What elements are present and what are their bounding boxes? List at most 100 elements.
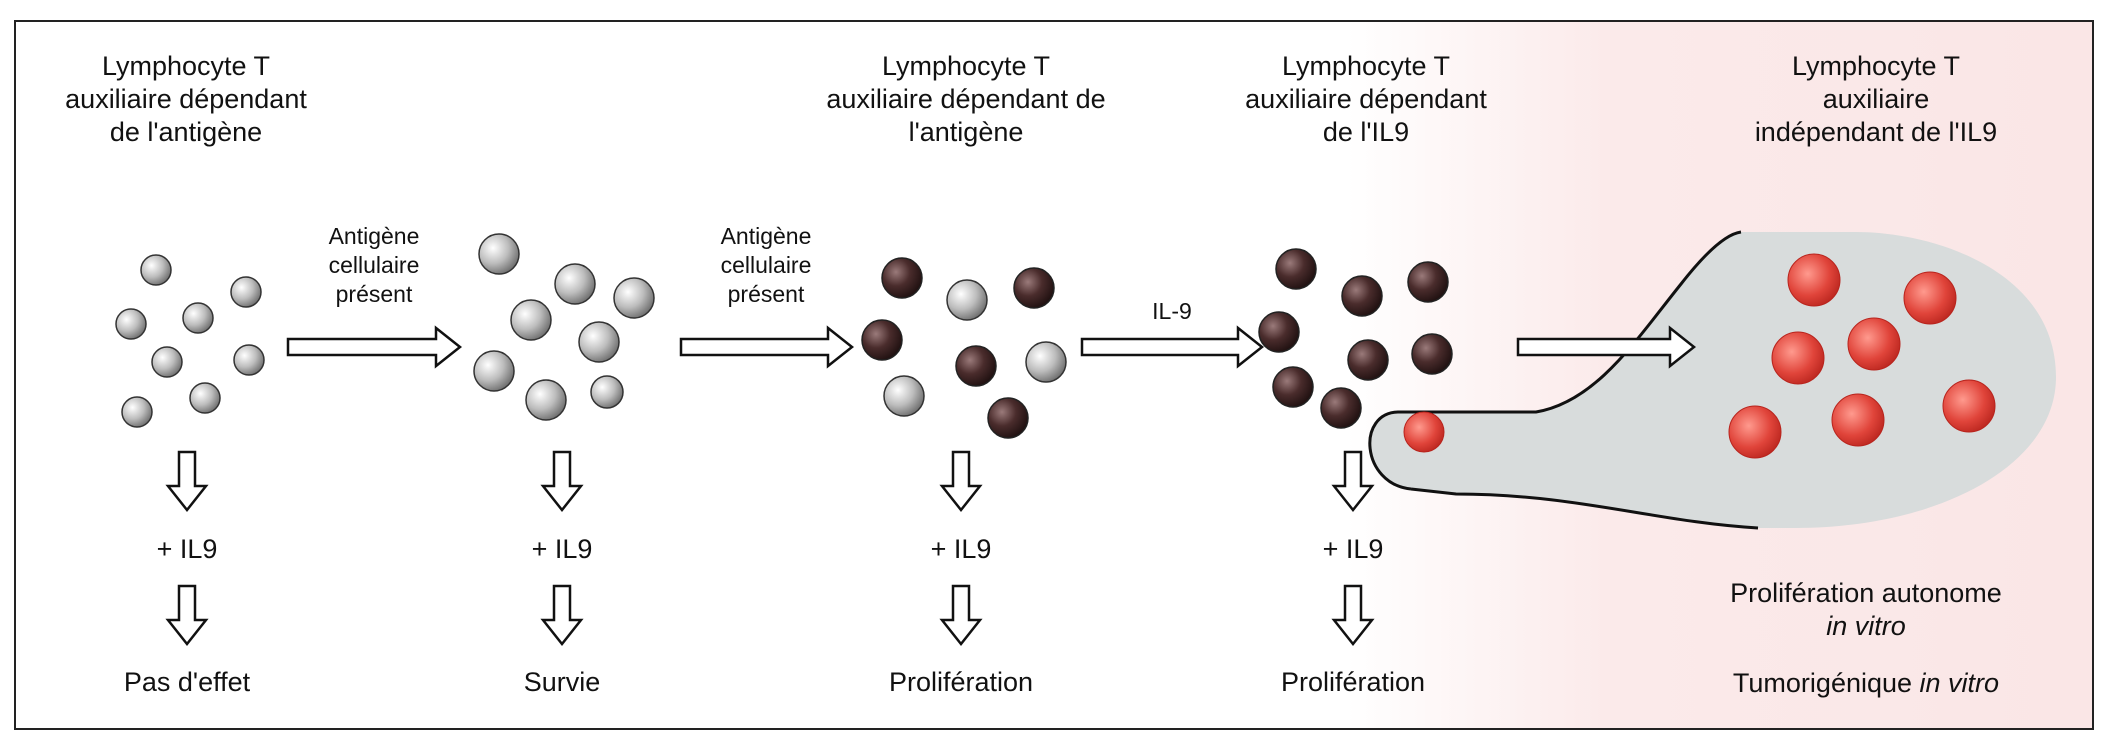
cell [510, 299, 552, 341]
arrows-stage2 [540, 450, 584, 647]
stage5-cells [1403, 253, 1996, 459]
cell [1771, 331, 1825, 385]
cell [478, 233, 520, 275]
down-arrow [1331, 584, 1375, 647]
tumor-bulb-outline-upper [1399, 230, 1742, 414]
cell [230, 276, 262, 308]
down-arrow [939, 450, 983, 513]
cell [1407, 261, 1449, 303]
cell [121, 396, 153, 428]
tumor-bulb-outline-top [1368, 410, 1412, 491]
arrow-label-line: cellulaire [720, 252, 812, 278]
arrow-label-line: Antigène [720, 223, 812, 249]
arrow-label-line: cellulaire [328, 252, 420, 278]
title-line: indépendant de l'IL9 [1754, 117, 1998, 147]
cell [881, 257, 923, 299]
diagram-frame: Lymphocyte T auxiliaire dépendant de l'a… [14, 20, 2094, 730]
stage3-outcome: Prolifération [888, 667, 1034, 697]
title-line: de l'IL9 [1322, 117, 1410, 147]
cell [987, 397, 1029, 439]
horizontal-arrows [286, 325, 1697, 369]
cell [883, 375, 925, 417]
cell [946, 279, 988, 321]
down-arrow [1331, 450, 1375, 513]
arrow-3 [1080, 325, 1265, 369]
arrow1-label: Antigène cellulaire présent [284, 222, 464, 309]
vertical-arrows [165, 450, 1375, 647]
title-line: l'antigène [908, 117, 1024, 147]
cell [151, 346, 183, 378]
cell [955, 345, 997, 387]
title-line: Lymphocyte T [881, 51, 1051, 81]
down-arrow [540, 450, 584, 513]
title-line: auxiliaire dépendant de [826, 84, 1106, 114]
cell [1787, 253, 1841, 307]
stage2-outcome: Survie [523, 667, 601, 697]
arrows-stage1 [165, 450, 209, 647]
tumorigenic: Tumorigénique in vitro [1656, 667, 2076, 700]
arrow-label-line: Antigène [328, 223, 420, 249]
tumorigenic-italic: in vitro [1919, 668, 2000, 698]
arrows-stage3 [939, 450, 983, 647]
cell [1847, 317, 1901, 371]
arrow-4 [1516, 325, 1697, 369]
cell [1411, 333, 1453, 375]
title-line: auxiliaire [1822, 84, 1930, 114]
cell [1013, 267, 1055, 309]
cell [1272, 366, 1314, 408]
cell [140, 254, 172, 286]
stage3-cells [861, 257, 1067, 439]
tumorigenic-line: Tumorigénique in vitro [1656, 667, 2076, 700]
autonomous-line1: Prolifération autonome [1730, 578, 2002, 608]
cell [1942, 379, 1996, 433]
cell [1258, 311, 1300, 353]
cell [590, 375, 624, 409]
stage1-il9: + IL9 [156, 534, 218, 564]
stage3-title: Lymphocyte T auxiliaire dépendant de l'a… [786, 50, 1146, 149]
title-line: de l'antigène [109, 117, 263, 147]
stage1-title: Lymphocyte T auxiliaire dépendant de l'a… [26, 50, 346, 149]
autonomous-line2: in vitro [1826, 611, 1906, 641]
cell [182, 302, 214, 334]
title-line: auxiliaire dépendant [65, 84, 307, 114]
arrow3-label: IL-9 [1082, 297, 1262, 326]
cell [861, 319, 903, 361]
cell [115, 308, 147, 340]
title-line: auxiliaire dépendant [1245, 84, 1487, 114]
title-line: Lymphocyte T [1281, 51, 1451, 81]
arrow-2 [679, 325, 855, 369]
cell [525, 379, 567, 421]
cell [1341, 275, 1383, 317]
stage1-cells [115, 254, 265, 428]
down-arrow [165, 450, 209, 513]
cell [1275, 248, 1317, 290]
stage1-outcome: Pas d'effet [123, 667, 251, 697]
stage3-il9: + IL9 [930, 534, 992, 564]
cell [189, 382, 221, 414]
cell [1728, 405, 1782, 459]
stage2-il9: + IL9 [531, 534, 593, 564]
stage4-outcome: Prolifération [1280, 667, 1426, 697]
cell [233, 344, 265, 376]
cell [578, 321, 620, 363]
stage4-il9: + IL9 [1322, 534, 1384, 564]
arrow-1 [286, 325, 463, 369]
down-arrow [939, 584, 983, 647]
stage5-title: Lymphocyte T auxiliaire indépendant de l… [1696, 50, 2056, 149]
down-arrow [540, 584, 584, 647]
arrow-label-line: présent [335, 281, 413, 307]
cell [1025, 341, 1067, 383]
arrows-stage4 [1331, 450, 1375, 647]
cell [613, 277, 655, 319]
title-line: Lymphocyte T [1791, 51, 1961, 81]
arrow-label-line: IL-9 [1152, 298, 1192, 324]
cell [1320, 387, 1362, 429]
cell [1903, 271, 1957, 325]
arrow-label-line: présent [727, 281, 805, 307]
down-arrow [165, 584, 209, 647]
tumor-bulb [1369, 232, 2056, 528]
diagram-graphics [115, 230, 2056, 647]
cell [473, 350, 515, 392]
autonomous-proliferation: Prolifération autonome in vitro [1656, 577, 2076, 643]
tumor-bulb-outline-lower [1410, 487, 1759, 530]
